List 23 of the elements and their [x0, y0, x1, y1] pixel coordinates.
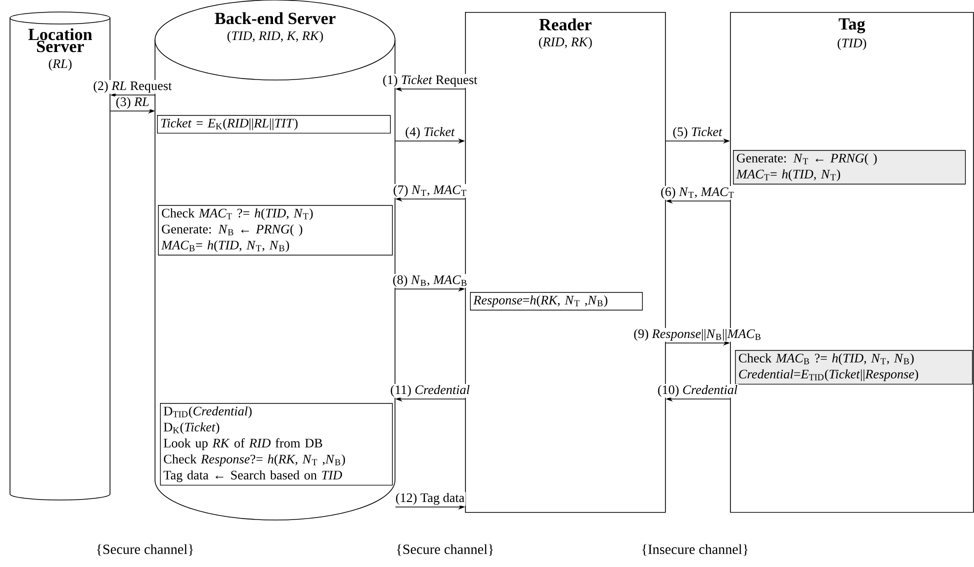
computation-box: D$_{TID}$(Credential) D$_{K}$(Ticket) Look up RK of RID from DB Check Response?= h(RK, N$_{T}$ ,N$_{B}$) Tag data ← Search based on TID	[160, 403, 393, 486]
edge-label: (2) RL Request	[92, 80, 173, 94]
channel-label: {Secure channel}	[97, 544, 194, 556]
edge-label: (9) Response||N$_{B}$||MAC$_{B}$	[632, 328, 762, 342]
computation-box: Ticket = E$_{K}$(RID||RL||TIT)	[157, 115, 391, 134]
computation-box: Check MAC$_{B}$ ?= h(TID, N$_{T}$, N$_{B}$) Credential=E$_{TID}$(Ticket||Response)	[735, 350, 973, 385]
edge-label: (1) Ticket Request	[382, 74, 478, 88]
node-label: (RL)	[48, 58, 72, 71]
computation-box: Check MAC$_{T}$ ?= h(TID, N$_{T}$) Generate: N$_{B}$ ← PRNG( ) MAC$_{B}$= h(TID, N$_{T}$, N$_{B}$)	[158, 205, 393, 256]
edge-label: (10) Credential	[656, 384, 739, 398]
computation-box: Response=h(RK, N$_{T}$ ,N$_{B}$)	[470, 292, 643, 310]
edge-label: (11) Credential	[389, 384, 471, 398]
edge-label: (12) Tag data	[394, 492, 466, 506]
edge-label: (8) N$_{B}$, MAC$_{B}$	[392, 274, 468, 288]
edge-label: (4) Ticket	[404, 126, 456, 140]
edge-label: (7) N$_{T}$, MAC$_{T}$	[392, 184, 468, 198]
channel-label: {Insecure channel}	[642, 544, 748, 556]
edge-label: (6) N$_{T}$, MAC$_{T}$	[660, 186, 736, 200]
edge-label: (5) Ticket	[672, 126, 724, 140]
edge-label: (3) RL	[114, 96, 150, 110]
channel-label: {Secure channel}	[397, 544, 494, 556]
node-label: Location Server	[28, 28, 92, 52]
computation-box: Generate: N$_{T}$ ← PRNG( ) MAC$_{T}$= h(TID, N$_{T}$)	[733, 150, 966, 184]
